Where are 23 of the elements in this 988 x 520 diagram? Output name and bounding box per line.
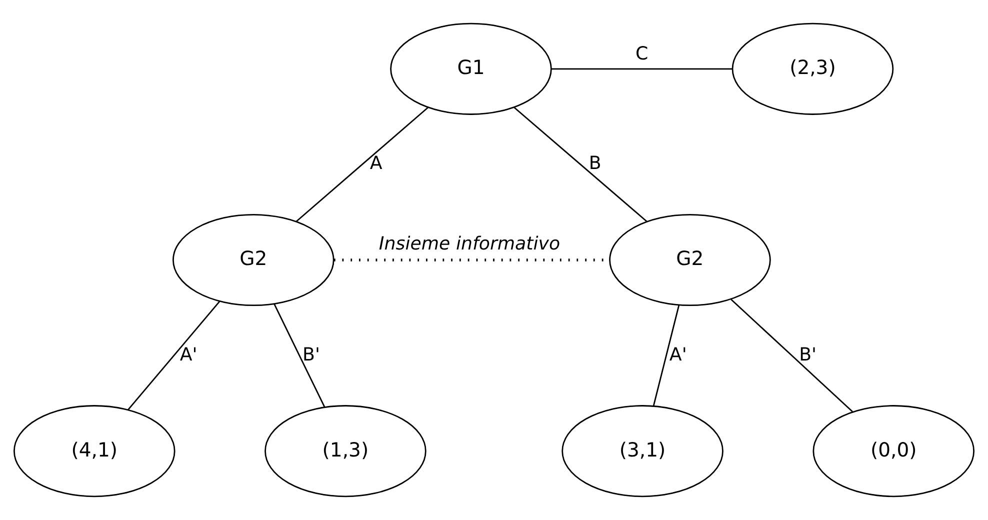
connector (730, 298, 853, 412)
edge-label: A' (669, 344, 687, 366)
node-ellipse: (2,3) (732, 22, 894, 115)
connector (296, 106, 428, 222)
node-ellipse: (1,3) (264, 405, 426, 498)
node-ellipse: (0,0) (812, 405, 975, 498)
node-ellipse: (4,1) (13, 405, 176, 498)
node-ellipse: G1 (390, 22, 552, 115)
edge-label: B' (302, 344, 320, 366)
edge-label: A (370, 153, 382, 174)
node-ellipse: G2 (609, 214, 771, 306)
connector (552, 68, 732, 70)
node-ellipse: G2 (172, 214, 334, 306)
edge-label: Insieme informativo (378, 233, 560, 254)
edge-label: A' (180, 344, 198, 366)
connector (128, 300, 220, 410)
connector (274, 304, 326, 408)
connector (652, 304, 680, 406)
node-ellipse: (3,1) (562, 405, 724, 498)
edge-label: C (636, 44, 648, 65)
edge-label: B' (799, 344, 817, 366)
edge-label: B (588, 153, 602, 174)
connector (514, 106, 648, 222)
